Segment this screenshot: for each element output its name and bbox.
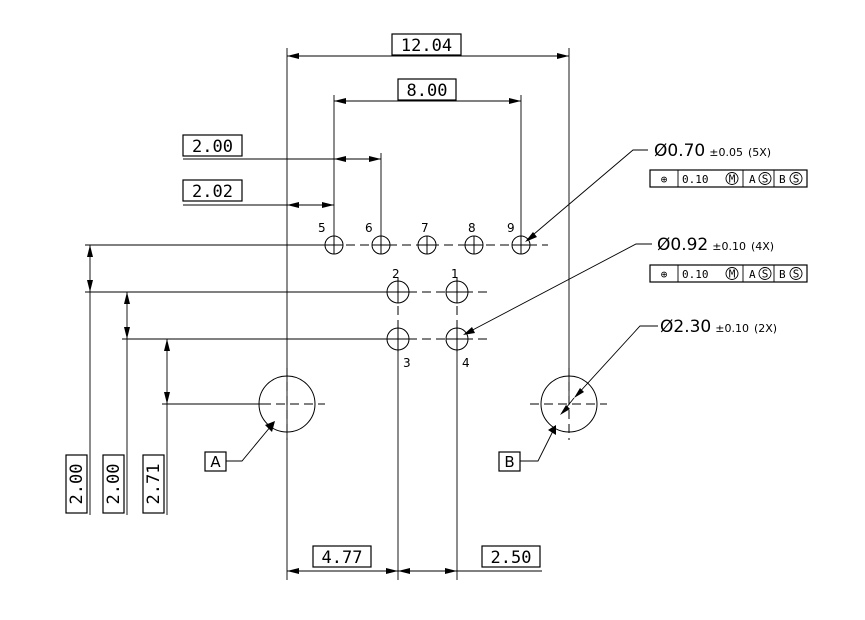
callout-2-30-tolerance: ±0.10 — [715, 322, 749, 335]
callout-0-92-leader — [463, 243, 652, 335]
dim-2-00-upper-text: 2.00 — [192, 137, 233, 157]
pin-hole-7 — [417, 235, 437, 255]
dim-2-00-mid-text: 2.00 — [104, 464, 124, 505]
dim-2-02-text: 2.02 — [192, 182, 233, 202]
svg-text:Ø0.92±0.10(4X): Ø0.92 ±0.10 (4X) — [657, 235, 774, 255]
pin-hole-3 — [386, 327, 410, 351]
pin-hole-8 — [464, 235, 484, 255]
position-tolerance-icon: ⊕ — [661, 268, 668, 281]
dim-vertical-mid: 2.00 — [102, 292, 130, 515]
callout-0-70-diameter: Ø0.70 — [654, 141, 705, 161]
pin-label-4: 4 — [462, 356, 470, 370]
pin-hole-5 — [324, 235, 344, 255]
pin-numbers: 5 6 7 8 9 2 1 3 4 — [318, 221, 515, 370]
dim-pin-span: 8.00 — [334, 78, 521, 104]
feature-control-frame-2: ⊕ 0.10 M A S B S — [649, 264, 808, 283]
datum-a-label: A — [210, 453, 221, 471]
dim-bottom-left: 4.77 — [287, 545, 398, 574]
pin-hole-2 — [386, 280, 410, 304]
dim-offset-lower: 2.02 — [182, 179, 334, 208]
dim-12-04-text: 12.04 — [401, 36, 452, 56]
callout-0-70: Ø0.70 ±0.05 (5X) — [654, 141, 771, 161]
callout-2-30: Ø2.30 ±0.10 (2X) — [660, 317, 777, 337]
callout-0-92: Ø0.92 ±0.10 (4X) — [657, 235, 774, 255]
fcf1-mod1: S — [762, 173, 769, 186]
callout-0-70-tolerance: ±0.05 — [709, 146, 743, 159]
fcf1-mod2: S — [793, 173, 800, 186]
fcf1-datum2: B — [779, 173, 786, 186]
pin-label-2: 2 — [392, 267, 400, 281]
horizontal-extension-lines — [85, 244, 385, 405]
dim-bottom-right: 2.50 — [398, 545, 542, 574]
callout-2-30-leader — [560, 325, 658, 415]
fcf1-datum1: A — [749, 173, 756, 186]
extension-lines — [286, 48, 570, 580]
pin-label-9: 9 — [507, 221, 515, 235]
pin-label-1: 1 — [451, 267, 459, 281]
fcf2-mod: M — [729, 268, 736, 281]
fcf2-value: 0.10 — [682, 268, 709, 281]
fcf1-mod: M — [729, 173, 736, 186]
fcf2-datum1: A — [749, 268, 756, 281]
dim-2-00-left-text: 2.00 — [67, 464, 87, 505]
pin-hole-6 — [371, 235, 391, 255]
fcf1-value: 0.10 — [682, 173, 709, 186]
pin-label-5: 5 — [318, 221, 326, 235]
fcf2-mod1: S — [762, 268, 769, 281]
pin-hole-4 — [445, 327, 469, 351]
mounting-hole-a — [258, 375, 316, 433]
callout-0-92-tolerance: ±0.10 — [712, 240, 746, 253]
fcf2-datum2: B — [779, 268, 786, 281]
dim-8-00-text: 8.00 — [407, 81, 448, 101]
dim-4-77-text: 4.77 — [322, 548, 363, 568]
callout-2-30-diameter: Ø2.30 — [660, 317, 711, 337]
callout-0-70-leader — [525, 149, 648, 242]
datum-b: B — [498, 425, 556, 472]
svg-text:Ø2.30±0.10(2X): Ø2.30 ±0.10 (2X) — [660, 317, 777, 337]
svg-text:Ø0.70±0.05(5X): Ø0.70 ±0.05 (5X) — [654, 141, 771, 161]
pin-hole-1 — [445, 280, 469, 304]
pin-hole-9 — [511, 235, 531, 255]
fcf2-mod2: S — [793, 268, 800, 281]
datum-b-label: B — [504, 453, 514, 471]
pin-label-8: 8 — [468, 221, 476, 235]
datum-a: A — [204, 421, 275, 472]
center-lines — [248, 244, 607, 440]
callout-0-70-qty: (5X) — [748, 146, 771, 159]
dim-vertical-left: 2.00 — [65, 245, 93, 515]
mounting-hole-b — [540, 375, 598, 433]
dim-2-50-text: 2.50 — [491, 548, 532, 568]
dim-vertical-right: 2.71 — [142, 339, 170, 515]
pin-label-7: 7 — [421, 221, 429, 235]
callout-2-30-qty: (2X) — [754, 322, 777, 335]
dim-2-71-text: 2.71 — [144, 464, 164, 505]
pin-holes — [258, 235, 598, 433]
feature-control-frame-1: ⊕ 0.10 M A S B S — [649, 169, 808, 188]
pin-label-3: 3 — [403, 356, 411, 370]
pin-label-6: 6 — [365, 221, 373, 235]
dim-offset-upper: 2.00 — [182, 134, 381, 162]
position-tolerance-icon: ⊕ — [661, 173, 668, 186]
callout-0-92-diameter: Ø0.92 — [657, 235, 708, 255]
dim-overall-width: 12.04 — [287, 33, 569, 59]
callout-0-92-qty: (4X) — [751, 240, 774, 253]
